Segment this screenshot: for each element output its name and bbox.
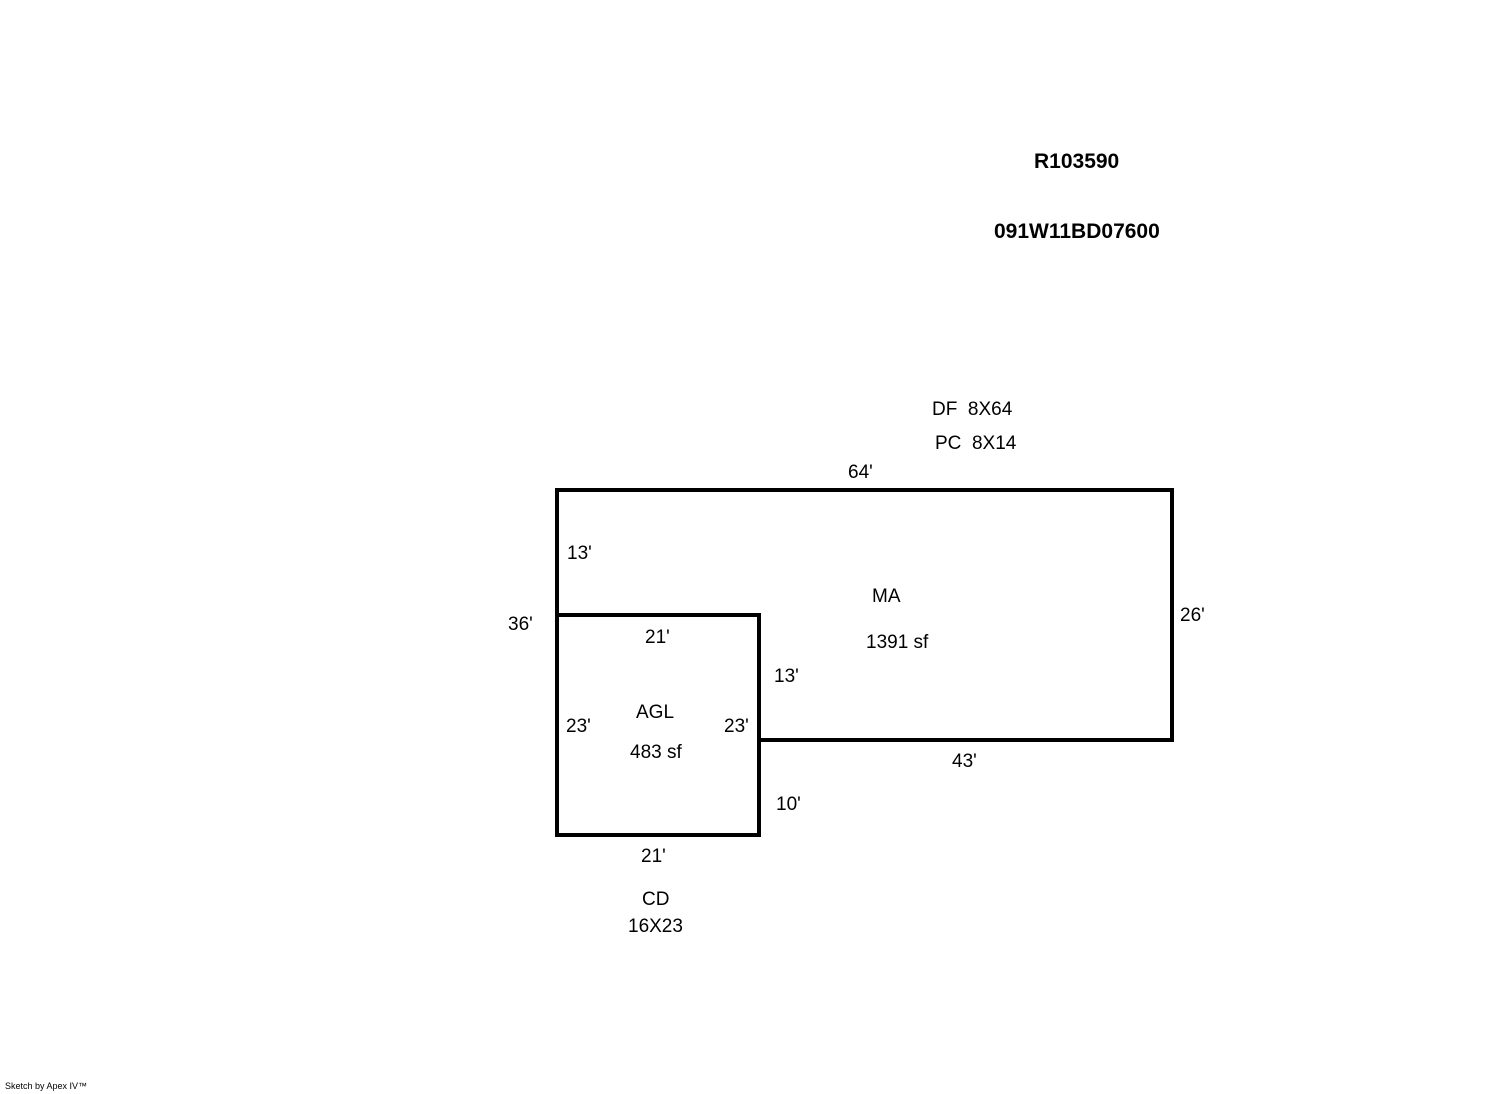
deck-size: 16X23 [628,916,683,937]
garage-code: AGL [636,702,675,723]
dim-garage-top: 21' [645,627,670,648]
sketch-credit: Sketch by Apex IV™ [5,1081,88,1091]
dim-garage-right: 23' [724,716,749,737]
dim-total-left: 36' [508,614,533,635]
dim-main-bottom: 43' [952,751,977,772]
dim-garage-left: 23' [566,716,591,737]
garage-area-size: 483 sf [630,742,682,763]
dim-main-right: 26' [1180,605,1205,626]
dim-main-top: 64' [848,462,873,483]
deck-code: CD [642,889,670,910]
dim-garage-right-lower: 10' [776,794,801,815]
note-pc: PC 8X14 [935,433,1017,454]
garage-outline [555,613,761,837]
account-id: R103590 [1034,150,1120,173]
dim-main-left-upper: 13' [567,543,592,564]
dim-garage-bottom: 21' [641,846,666,867]
main-area-code: MA [872,586,901,607]
note-df: DF 8X64 [932,399,1013,420]
main-area-size: 1391 sf [866,632,929,653]
dim-main-inner-step: 13' [774,666,799,687]
parcel-id: 091W11BD07600 [994,220,1160,243]
